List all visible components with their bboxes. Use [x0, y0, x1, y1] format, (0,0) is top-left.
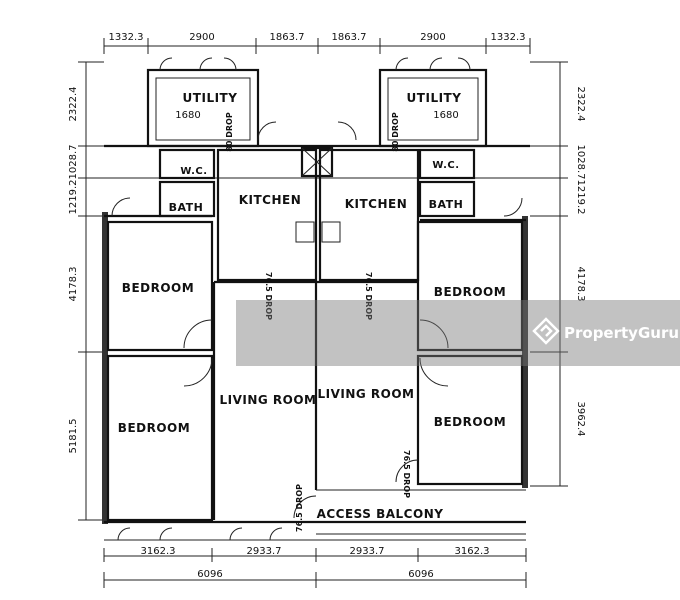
wc-right-label: W.C. [432, 160, 459, 171]
dim-right-5: 3962.4 [575, 402, 586, 437]
utility-right-label: UTILITY [407, 91, 462, 105]
dim-left-5: 5181.5 [68, 419, 79, 454]
room-labels: UTILITY UTILITY W.C. W.C. BATH BATH KITC… [118, 91, 506, 521]
dim-top-1: 1332.3 [109, 32, 144, 43]
dimension-lines [78, 38, 568, 588]
drop-utility-left: 80 DROP [225, 112, 234, 152]
bedroom-bottom-right-label: BEDROOM [434, 415, 506, 429]
utility-left-label: UTILITY [183, 91, 238, 105]
dim-top-4: 1863.7 [332, 32, 367, 43]
dim-left-1: 2322.4 [68, 87, 79, 122]
dim-bottom-3: 2933.7 [350, 546, 385, 557]
watermark-banner: PropertyGuru [236, 300, 680, 366]
bedroom-bottom-left-label: BEDROOM [118, 421, 190, 435]
access-balcony-label: ACCESS BALCONY [317, 507, 444, 521]
dim-left-2: 1028.7 [68, 145, 79, 180]
dimension-labels: 1332.3 2900 1863.7 1863.7 2900 1332.3 16… [68, 32, 586, 580]
kitchen-right-label: KITCHEN [345, 197, 408, 211]
dim-top-5: 2900 [420, 32, 445, 43]
propertyguru-logo-icon [532, 317, 560, 345]
living-room-left-label: LIVING ROOM [219, 393, 316, 407]
dim-total-right: 6096 [408, 569, 433, 580]
drop-kitchen-left: 76.5 DROP [264, 272, 273, 320]
dim-utility-right: 1680 [433, 110, 458, 121]
dim-left-3: 1219.2 [68, 180, 79, 215]
dim-right-3: 1219.2 [575, 180, 586, 215]
bath-left-label: BATH [169, 201, 204, 214]
dim-right-4: 4178.3 [575, 267, 586, 302]
drop-balcony-left: 76.5 DROP [295, 484, 304, 532]
watermark-brand-text: PropertyGuru [564, 324, 680, 342]
dim-right-1: 2322.4 [575, 87, 586, 122]
dim-top-3: 1863.7 [270, 32, 305, 43]
drop-balcony-right: 76.5 DROP [402, 450, 411, 498]
drop-kitchen-right: 76.5 DROP [364, 272, 373, 320]
bedroom-top-left-label: BEDROOM [122, 281, 194, 295]
drop-labels: 80 DROP 80 DROP 76.5 DROP 76.5 DROP 76.5… [225, 112, 411, 532]
dim-right-2: 1028.7 [575, 145, 586, 180]
kitchen-left-label: KITCHEN [239, 193, 302, 207]
walls [102, 57, 530, 541]
dim-utility-left: 1680 [175, 110, 200, 121]
dim-bottom-4: 3162.3 [455, 546, 490, 557]
bath-right-label: BATH [429, 198, 464, 211]
living-room-right-label: LIVING ROOM [317, 387, 414, 401]
dim-left-4: 4178.3 [68, 267, 79, 302]
dim-bottom-1: 3162.3 [141, 546, 176, 557]
dim-total-left: 6096 [197, 569, 222, 580]
dim-top-6: 1332.3 [491, 32, 526, 43]
dim-bottom-2: 2933.7 [247, 546, 282, 557]
drop-utility-right: 80 DROP [391, 112, 400, 152]
dim-top-2: 2900 [189, 32, 214, 43]
bedroom-top-right-label: BEDROOM [434, 285, 506, 299]
wc-left-label: W.C. [180, 166, 207, 177]
